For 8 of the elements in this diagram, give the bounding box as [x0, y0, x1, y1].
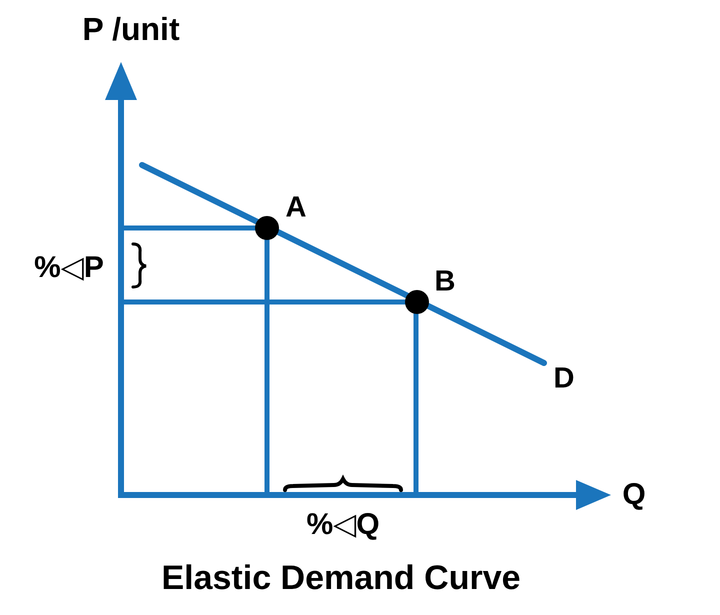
- axis-title: Q: [622, 480, 646, 510]
- change-label: %◁P: [34, 253, 104, 283]
- curve-label: D: [554, 364, 574, 394]
- caption: Elastic Demand Curve: [161, 561, 521, 595]
- change-label: %◁Q: [306, 510, 380, 540]
- point-label: A: [286, 194, 306, 222]
- point-label: B: [434, 268, 456, 296]
- axis-title: P /unit: [82, 13, 180, 45]
